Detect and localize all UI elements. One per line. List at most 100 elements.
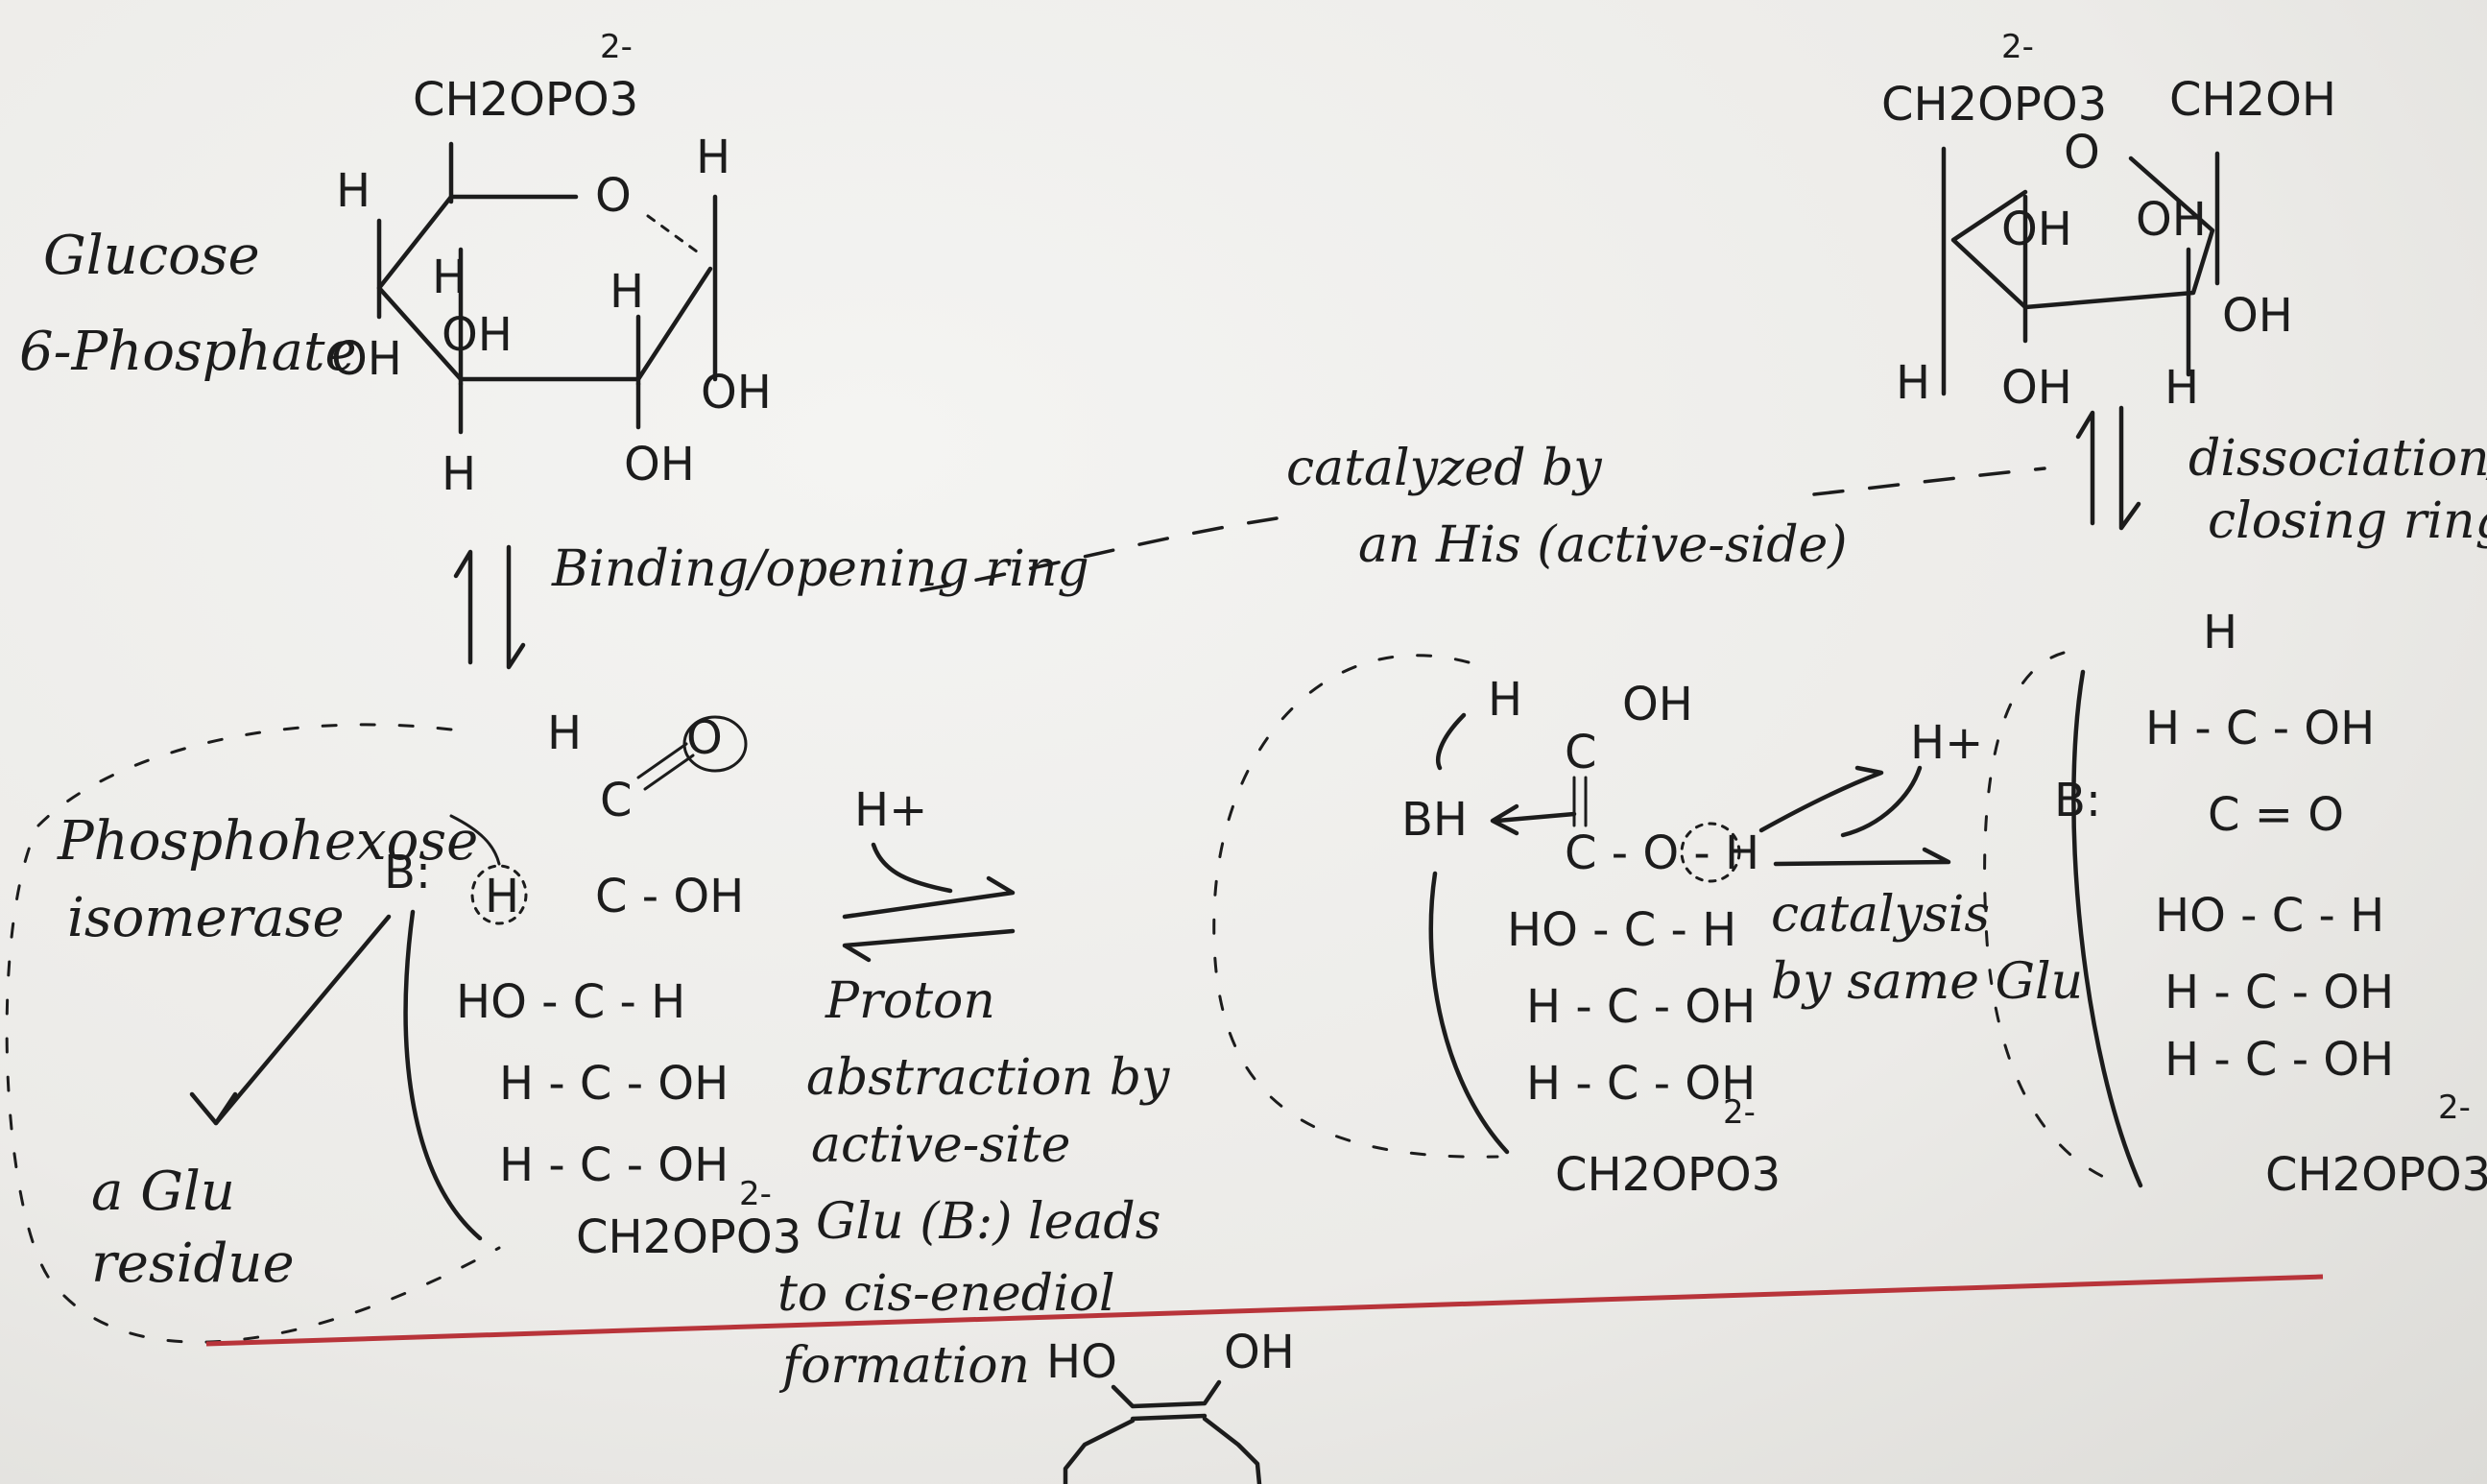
enediol-bh: BH <box>1401 793 1468 847</box>
fructose-6-phosphate-structure: CH2OPO3 2- O CH2OH OH OH OH H OH H <box>1881 28 2336 415</box>
chain-c1-double-bond <box>636 742 695 791</box>
f6p-bottom-h: H <box>1896 356 1930 410</box>
g6p-h-right: H <box>696 131 730 184</box>
arrow-to-glu <box>213 914 392 1126</box>
catalysis-label-line2: by same Glu <box>1771 953 2083 1011</box>
bottom-double-bond <box>1130 1413 1208 1422</box>
fructose-c6: CH2OPO3 <box>2265 1148 2487 1202</box>
chain-c1-h: H <box>547 706 582 760</box>
f6p-ring-o: O <box>2064 126 2100 180</box>
enediol-dashed-outline <box>1212 654 1499 1159</box>
fructose-c3: HO - C - H <box>2155 889 2384 943</box>
dissociation-label-line1: dissociation/ <box>2188 430 2487 488</box>
fructose-open-chain: B: H H - C - OH C = O HO - C - H H - C -… <box>1983 606 2487 1202</box>
abstraction-line2: abstraction by <box>806 1049 1170 1107</box>
arrow-up-icon-right <box>2075 410 2095 526</box>
bottom-enediol-fragment: HO OH <box>1046 1326 1295 1484</box>
enediol-double-bond <box>1572 776 1588 827</box>
glucose-6-phosphate-structure: Glucose 6-Phosphate CH2OPO3 2- H O H H O… <box>19 28 772 501</box>
enediol-c6: CH2OPO3 <box>1555 1148 1781 1202</box>
enzyme-dashed-outline <box>5 723 501 1344</box>
fructose-c5: H - C - OH <box>2164 1033 2394 1087</box>
fructose-c4: H - C - OH <box>2164 966 2394 1019</box>
abstraction-line1: Proton <box>825 972 995 1030</box>
f6p-right-group: CH2OH <box>2169 73 2336 127</box>
chain-c2-h: H <box>485 870 519 923</box>
forward-arrow-icon <box>842 875 1016 920</box>
enediol-top-h: H <box>1488 673 1522 727</box>
g6p-oh-right: OH <box>701 366 772 419</box>
phosphate-label: 6-Phosphate <box>19 321 357 383</box>
arrow-to-glu-head <box>189 1091 238 1126</box>
glucose-label: Glucose <box>43 225 260 287</box>
reverse-arrow-icon <box>842 928 1016 963</box>
curved-arrow-base <box>449 814 501 866</box>
arrow-down-icon <box>506 544 526 670</box>
enediol-top-c: C <box>1565 726 1597 779</box>
enediol-top-oh: OH <box>1622 678 1693 731</box>
fructose-c2: C = O <box>2208 788 2344 842</box>
dashed-connector-left <box>920 516 1279 592</box>
enediol-bracket-top <box>1436 712 1467 771</box>
catalyzed-label-line2: an His (active-side) <box>1358 516 1848 574</box>
g6p-oh-bottom: OH <box>624 438 695 491</box>
chain-c4: H - C - OH <box>499 1057 729 1111</box>
f6p-bottom-oh: OH <box>2001 361 2072 415</box>
catalysis-proton: H+ <box>1910 716 1983 770</box>
abstraction-line3: active-site <box>811 1116 1070 1174</box>
enzyme-name-line1: Phosphohexose <box>57 810 478 873</box>
arrow-down-icon-right <box>2118 405 2141 531</box>
proton-abstraction-step: H+ Proton abstraction by active-site Glu… <box>777 783 1170 1395</box>
catalysis-forward-arrow-icon <box>1773 847 1951 867</box>
catalysis-curved-arrow <box>1840 765 1923 838</box>
g6p-h-left: H <box>336 164 371 218</box>
fructose-c6-charge: 2- <box>2438 1089 2471 1127</box>
g6p-oh-left: OH <box>331 332 402 386</box>
red-margin-line <box>205 1274 2324 1347</box>
chain-c3: HO - C - H <box>456 975 685 1029</box>
enediol-c6-charge: 2- <box>1723 1093 1756 1132</box>
dashed-connector-right <box>1812 467 2046 496</box>
g6p-ring-o: O <box>595 169 632 223</box>
proton-curved-arrow <box>871 842 953 894</box>
g6p-ring-dotted <box>646 214 703 256</box>
enediol-c2: C - O - H <box>1565 826 1759 880</box>
f6p-ring-bonds <box>1950 156 2215 310</box>
bh-arrow-head <box>1490 803 1519 836</box>
fructose-dashed-outline <box>1983 651 2114 1183</box>
enediol-c5: H - C - OH <box>1526 1057 1756 1111</box>
catalyzed-label-line1: catalyzed by <box>1286 440 1602 497</box>
chain-c2: C - OH <box>595 870 744 923</box>
abstraction-line6: formation <box>778 1337 1030 1395</box>
enediol-c4: H - C - OH <box>1526 980 1756 1034</box>
fructose-bracket <box>2071 669 2143 1188</box>
g6p-top-group: CH2OPO3 <box>413 73 638 127</box>
glu-label-line1: a Glu <box>91 1161 235 1223</box>
g6p-h-inner-right: H <box>610 265 644 319</box>
proton-label: H+ <box>854 783 927 837</box>
arrow-up-icon <box>453 549 473 665</box>
g6p-ring-bonds <box>376 194 713 382</box>
bottom-top-bonds <box>1111 1379 1222 1409</box>
chain-c6-charge: 2- <box>739 1175 772 1213</box>
chain-c6: CH2OPO3 <box>576 1210 801 1264</box>
h-transfer-arrow-icon <box>1758 765 1884 833</box>
bh-arrow <box>1495 811 1577 824</box>
binding-equilibrium-arrows: Binding/opening ring <box>453 540 1089 670</box>
chain-c5: H - C - OH <box>499 1138 729 1192</box>
bottom-right-bond <box>1202 1416 1262 1484</box>
fructose-top-h: H <box>2203 606 2237 659</box>
f6p-right-oh: OH <box>2222 289 2293 343</box>
bottom-left-bond <box>1063 1418 1136 1484</box>
base-b-left: B: <box>384 846 431 899</box>
circled-o <box>682 715 748 773</box>
abstraction-line4: Glu (B:) leads <box>816 1193 1160 1251</box>
dissociation-label-line2: closing ring <box>2208 492 2487 550</box>
enediol-intermediate: H C OH BH C - O - H HO - C - H H - C - O… <box>1212 654 1781 1202</box>
bottom-ho: HO <box>1046 1335 1117 1389</box>
circled-h <box>470 864 528 925</box>
enediol-bracket-curve <box>1428 871 1510 1155</box>
fructose-c1: H - C - OH <box>2145 702 2375 755</box>
